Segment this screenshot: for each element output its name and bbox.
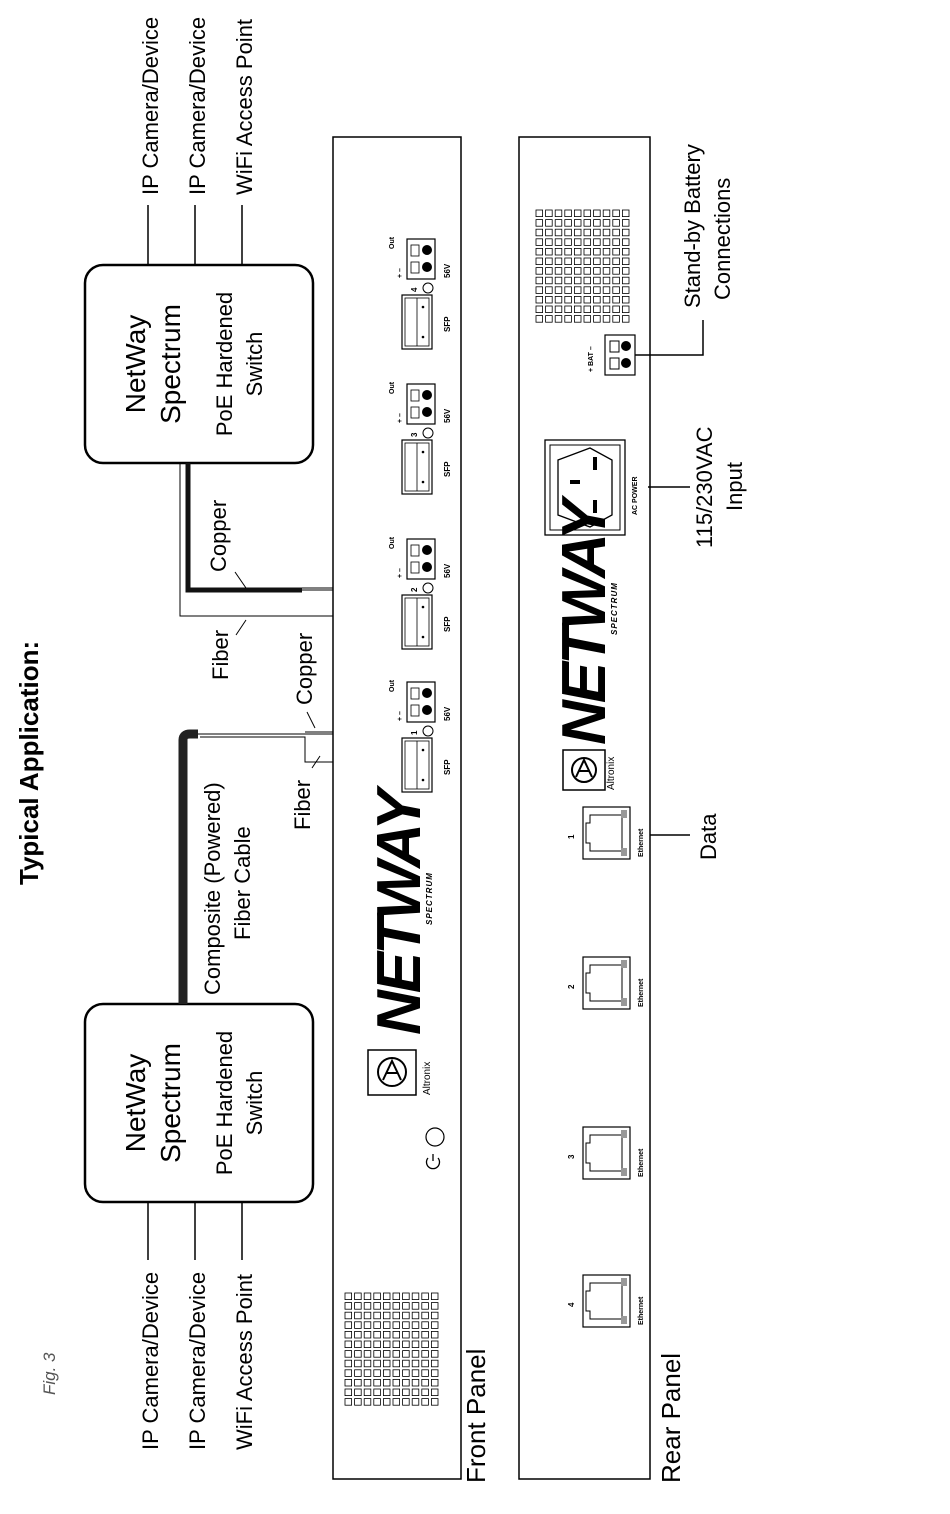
fiber-label-port2: Fiber <box>208 630 233 680</box>
ac-power-label: AC POWER <box>632 477 639 516</box>
polarity-label-3: + – <box>397 413 404 423</box>
ethernet-port-4[interactable]: 4 Ethernet <box>567 1274 645 1328</box>
switch-bottom-line1: NetWay <box>120 1054 151 1153</box>
rear-vent-grid <box>535 209 630 323</box>
polarity-label-2: + – <box>397 568 404 578</box>
figure-label: Fig. 3 <box>40 1352 59 1395</box>
front-panel-label: Front Panel <box>461 1349 491 1483</box>
front-vent-grid <box>344 1292 439 1406</box>
netway-sub-front: SPECTRUM <box>425 872 434 925</box>
composite-label-line1: Composite (Powered) <box>200 782 225 995</box>
ethernet-port-2[interactable]: 2 Ethernet <box>567 956 645 1010</box>
switch-top-line2: Spectrum <box>155 304 186 424</box>
diagram-title: Typical Application: <box>14 641 44 885</box>
ethernet-number-1: 1 <box>567 834 576 839</box>
switch-bottom-line2: Spectrum <box>155 1043 186 1163</box>
battery-callout-line1: Stand-by Battery <box>680 144 705 308</box>
ethernet-number-2: 2 <box>567 984 576 989</box>
ac-callout-line1: 115/230VAC <box>692 426 717 548</box>
altronix-text-front: Altronix <box>422 1062 433 1095</box>
out-label-2: Out <box>389 536 396 549</box>
switch-top-line1: NetWay <box>120 315 151 414</box>
switch-bottom-line3: PoE Hardened <box>212 1031 237 1175</box>
netway-logo-front: NETWAY <box>365 784 434 1035</box>
sfp-label-3: SFP <box>443 461 452 477</box>
altronix-text-rear: Altronix <box>606 757 617 790</box>
out-label-3: Out <box>389 381 396 394</box>
device-bottom-3: WiFi Access Point <box>232 1274 257 1450</box>
out-label-4: Out <box>389 236 396 249</box>
polarity-label-1: + – <box>397 711 404 721</box>
device-top-1: IP Camera/Device <box>138 17 163 195</box>
ethernet-port-1[interactable]: 1 Ethernet <box>567 806 645 860</box>
sfp-label-2: SFP <box>443 616 452 632</box>
ethernet-label-1: Ethernet <box>638 828 645 857</box>
ethernet-label-4: Ethernet <box>638 1296 645 1325</box>
sfp-label-1: SFP <box>443 759 452 775</box>
volt-label-4: 56V <box>443 263 452 278</box>
battery-connector[interactable]: + BAT – <box>588 334 636 376</box>
netway-logo-rear: NETWAY <box>550 494 619 745</box>
ethernet-number-3: 3 <box>567 1154 576 1159</box>
switch-box-bottom <box>83 1002 315 1204</box>
ethernet-label-2: Ethernet <box>638 978 645 1007</box>
device-top-2: IP Camera/Device <box>185 17 210 195</box>
ethernet-port-3[interactable]: 3 Ethernet <box>567 1126 645 1180</box>
switch-box-top <box>83 263 315 465</box>
device-bottom-2: IP Camera/Device <box>185 1272 210 1450</box>
port-number-3: 3 <box>410 432 419 437</box>
front-port-2[interactable]: SFP 2 Out + – 56V <box>389 536 452 650</box>
device-top-3: WiFi Access Point <box>232 19 257 195</box>
out-label-1: Out <box>389 679 396 692</box>
switch-bottom-line4: Switch <box>242 1071 267 1136</box>
altronix-logo-rear: Altronix <box>562 749 617 791</box>
front-port-1[interactable]: SFP 1 Out + – 56V <box>389 679 452 793</box>
power-icon <box>425 1154 441 1170</box>
power-button[interactable] <box>425 1127 445 1147</box>
battery-callout-line2: Connections <box>710 178 735 300</box>
volt-label-3: 56V <box>443 408 452 423</box>
ac-power-inlet[interactable]: AC POWER <box>544 439 639 536</box>
front-panel <box>332 136 462 1480</box>
ethernet-number-4: 4 <box>567 1302 576 1307</box>
front-port-4[interactable]: SFP 4 Out + – 56V <box>389 236 452 350</box>
switch-top-line3: PoE Hardened <box>212 292 237 436</box>
fiber-label-port1: Fiber <box>290 780 315 830</box>
composite-cable <box>178 729 198 1004</box>
port-number-4: 4 <box>410 287 419 292</box>
device-bottom-1: IP Camera/Device <box>138 1272 163 1450</box>
composite-label-line2: Fiber Cable <box>230 826 255 940</box>
front-port-3[interactable]: SFP 3 Out + – 56V <box>389 381 452 495</box>
volt-label-1: 56V <box>443 706 452 721</box>
rear-panel-label: Rear Panel <box>656 1353 686 1483</box>
switch-top-line4: Switch <box>242 332 267 397</box>
battery-label: + BAT – <box>588 346 595 372</box>
copper-cable-port2 <box>185 463 302 593</box>
copper-label-port2: Copper <box>206 500 231 572</box>
volt-label-2: 56V <box>443 563 452 578</box>
port-number-2: 2 <box>410 587 419 592</box>
data-callout: Data <box>696 813 721 860</box>
sfp-label-4: SFP <box>443 316 452 332</box>
altronix-logo-front: Altronix <box>367 1049 433 1096</box>
copper-label-port1: Copper <box>292 633 317 705</box>
port-number-1: 1 <box>410 730 419 735</box>
ac-callout-line2: Input <box>722 462 747 511</box>
netway-sub-rear: SPECTRUM <box>610 582 619 635</box>
ethernet-label-3: Ethernet <box>638 1148 645 1177</box>
polarity-label-4: + – <box>397 268 404 278</box>
